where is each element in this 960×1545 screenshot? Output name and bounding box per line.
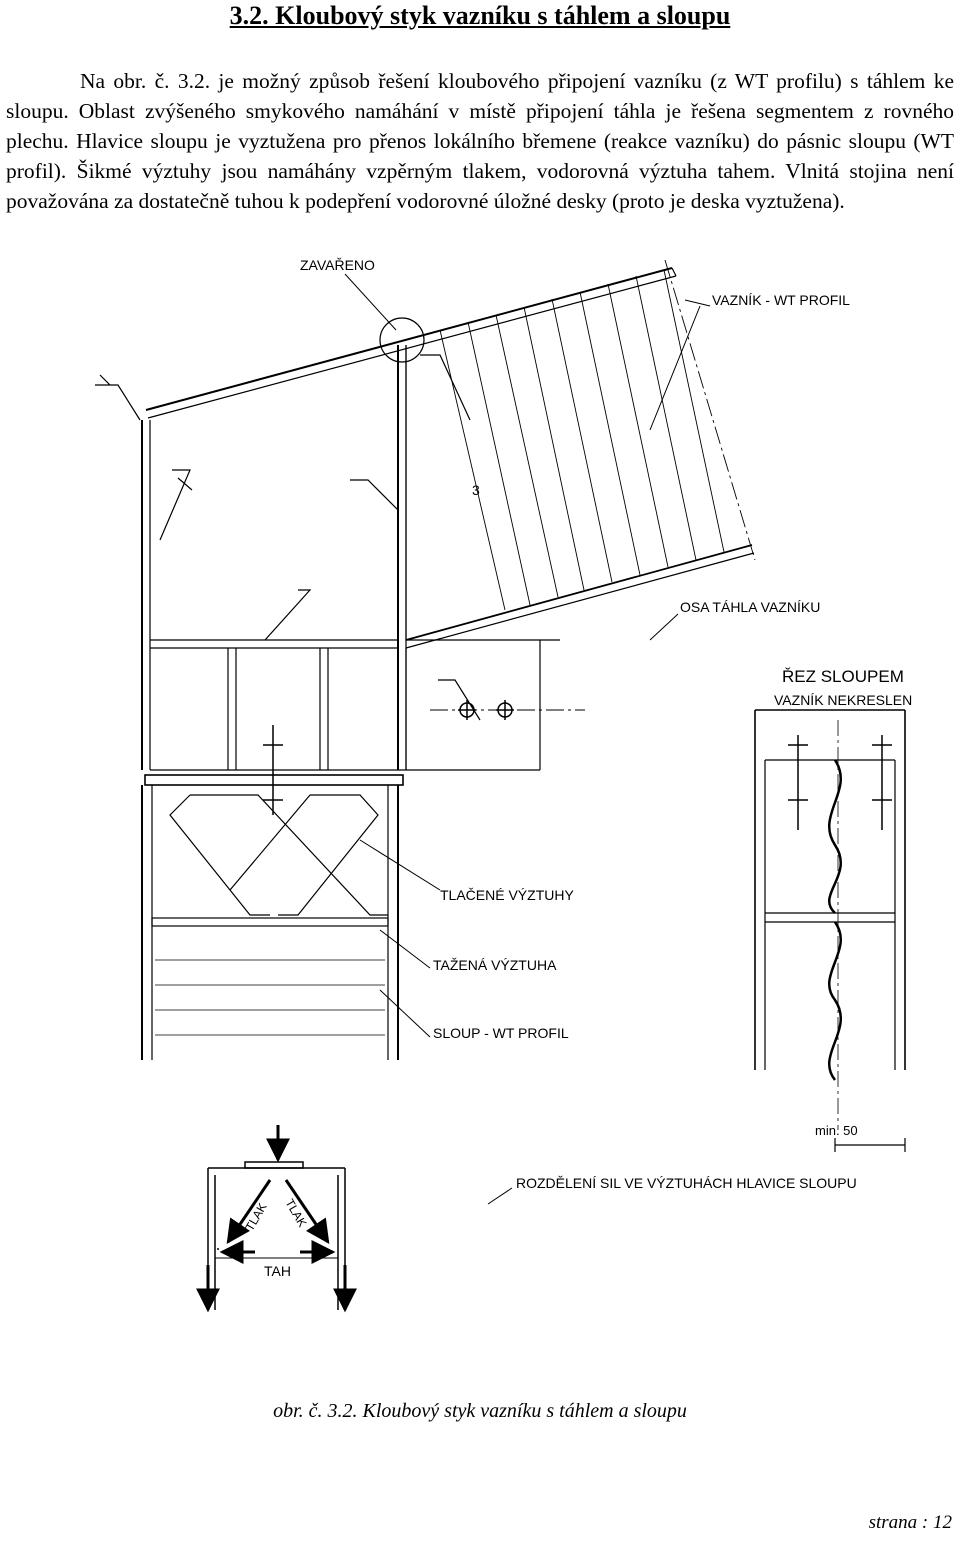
leader-lines	[344, 273, 711, 1205]
page-number: strana : 12	[868, 1512, 952, 1533]
force-distribution-schematic	[196, 1125, 357, 1313]
label-vaznik-nekreslen: VAZNÍK NEKRESLEN	[774, 692, 912, 708]
label-tlacene-vyztuhy: TLAČENÉ VÝZTUHY	[440, 887, 574, 903]
label-tazena-vyztuha: TAŽENÁ VÝZTUHA	[433, 957, 557, 973]
figure-caption: obr. č. 3.2. Kloubový styk vazníku s táh…	[273, 1400, 687, 1422]
label-weld-size: 3	[472, 482, 480, 498]
label-tlak-right: TLAK	[282, 1197, 309, 1230]
label-rozdeleni-sil: ROZDĚLENÍ SIL VE VÝZTUHÁCH HLAVICE SLOUP…	[516, 1175, 857, 1191]
label-sloup-wt-profil: SLOUP - WT PROFIL	[433, 1025, 569, 1041]
label-rez-sloupem: ŘEZ SLOUPEM	[782, 667, 904, 686]
column-cross-section	[754, 709, 906, 1152]
body-paragraph: Na obr. č. 3.2. je možný způsob řešení k…	[6, 69, 954, 213]
section-heading: 3.2. Kloubový styk vazníku s táhlem a sl…	[229, 1, 731, 30]
label-min-50: min. 50	[815, 1123, 858, 1138]
label-vaznik-wt-profil: VAZNÍK - WT PROFIL	[712, 292, 850, 308]
truss-to-column-elevation	[95, 259, 756, 1060]
drawing-labels: ZAVAŘENO VAZNÍK - WT PROFIL 3 OSA TÁHLA …	[242, 257, 912, 1279]
label-zavareno: ZAVAŘENO	[300, 257, 375, 273]
label-tah: TAH	[264, 1263, 291, 1279]
label-osa-tahla: OSA TÁHLA VAZNÍKU	[680, 599, 820, 615]
